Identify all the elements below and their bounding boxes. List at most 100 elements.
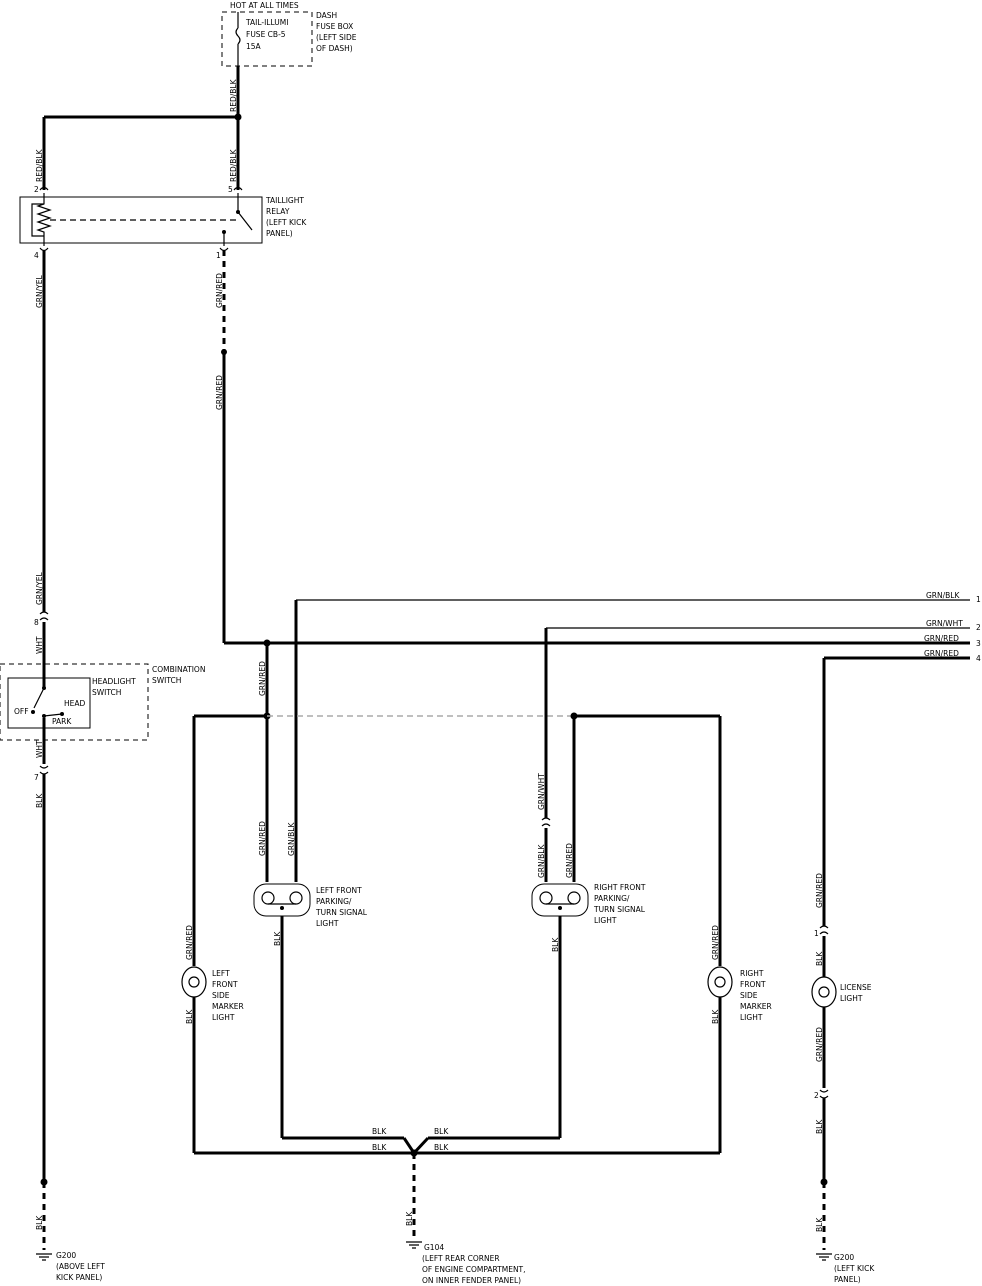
g200-right-line-1: G200 [834, 1253, 854, 1262]
relay-bottom-connectors [39, 247, 229, 252]
right-marker-line-2: FRONT [740, 980, 766, 989]
g200-right-line-3: PANEL) [834, 1275, 861, 1284]
relay-pin-1: 1 [216, 251, 221, 260]
connector-grn-wht [541, 817, 551, 827]
connector-pin-8 [39, 611, 49, 621]
relay-pin-5: 5 [228, 185, 233, 194]
fuse-line-1: TAIL-ILLUMI [245, 18, 288, 27]
headlight-switch-line-2: SWITCH [92, 688, 121, 697]
connector-license-1 [819, 925, 829, 935]
right-parking-line-3: TURN SIGNAL [593, 905, 646, 914]
label-grn-blk-1: GRN/BLK [287, 822, 296, 856]
right-marker-line-5: LIGHT [740, 1013, 763, 1022]
left-marker-filament [188, 976, 200, 988]
license-pin-1: 1 [814, 929, 819, 938]
left-parking-line-1: LEFT FRONT [316, 886, 362, 895]
label-blk-9: BLK [372, 1143, 387, 1152]
fuse-line-2: FUSE CB-5 [246, 30, 286, 39]
switch-pos-head: HEAD [64, 699, 86, 708]
label-wht-1: WHT [35, 636, 44, 654]
left-marker-line-3: SIDE [212, 991, 230, 1000]
left-parking-line-2: PARKING/ [316, 897, 352, 906]
out-3-num: 3 [976, 639, 981, 648]
label-blk-12: BLK [815, 951, 824, 966]
label-blk-10: BLK [434, 1143, 449, 1152]
switch-pos-off: OFF [14, 707, 29, 716]
left-parking-line-4: LIGHT [316, 919, 339, 928]
relay-line-4: PANEL) [266, 229, 293, 238]
ground-icon-g200-left [36, 1253, 52, 1261]
relay-line-2: RELAY [266, 207, 290, 216]
label-grn-red-2: GRN/RED [215, 375, 224, 410]
out-2-num: 2 [976, 623, 981, 632]
right-parking-line-4: LIGHT [594, 916, 617, 925]
out-1-num: 1 [976, 595, 981, 604]
combo-switch-line-2: SWITCH [152, 676, 181, 685]
headlight-switch-line-1: HEADLIGHT [92, 677, 136, 686]
label-blk-13: BLK [815, 1119, 824, 1134]
out-2-wire: GRN/WHT [926, 619, 963, 628]
right-marker-line-3: SIDE [740, 991, 758, 1000]
left-marker-line-5: LIGHT [212, 1013, 235, 1022]
left-parking-line-3: TURN SIGNAL [315, 908, 368, 917]
relay-pin-4: 4 [34, 251, 39, 260]
out-4-num: 4 [976, 654, 981, 663]
g200-left-line-3: KICK PANEL) [56, 1273, 102, 1282]
right-marker-line-4: MARKER [740, 1002, 772, 1011]
taillight-relay-box [19, 196, 263, 244]
connector-license-2 [819, 1089, 829, 1099]
label-grn-wht: GRN/WHT [537, 773, 546, 810]
fuse-box-line-1: DASH [316, 11, 337, 20]
relay-coil-frame [31, 203, 44, 237]
label-blk-2: BLK [35, 1215, 44, 1230]
label-blk-11: BLK [405, 1211, 414, 1226]
switch-bridge [43, 713, 63, 717]
license-line-2: LIGHT [840, 994, 863, 1003]
label-grn-red-9: GRN/RED [815, 1027, 824, 1062]
right-parking-line-1: RIGHT FRONT [594, 883, 646, 892]
left-parking-ground-node [280, 906, 284, 910]
hot-at-all-times-label: HOT AT ALL TIMES [230, 1, 299, 10]
label-blk-8: BLK [434, 1127, 449, 1136]
label-blk-7: BLK [372, 1127, 387, 1136]
right-marker-line-1: RIGHT [740, 969, 764, 978]
left-marker-line-1: LEFT [212, 969, 230, 978]
label-blk-3: BLK [273, 931, 282, 946]
left-parking-bulb-icon-2 [289, 891, 303, 905]
relay-line-3: (LEFT KICK [266, 218, 307, 227]
left-marker-line-4: MARKER [212, 1002, 244, 1011]
label-grn-red-8: GRN/RED [815, 873, 824, 908]
switch-arm [33, 687, 45, 709]
switch-contact-off [31, 710, 35, 714]
switch-pos-park: PARK [52, 717, 72, 726]
label-grn-blk-2: GRN/BLK [537, 844, 546, 878]
g104-line-4: ON INNER FENDER PANEL) [422, 1276, 521, 1285]
g200-left-line-2: (ABOVE LEFT [56, 1262, 105, 1271]
right-parking-line-2: PARKING/ [594, 894, 630, 903]
fuse-box-line-2: FUSE BOX [316, 22, 353, 31]
out-1-wire: GRN/BLK [926, 591, 960, 600]
label-wht-2: WHT [35, 740, 44, 758]
right-marker-filament [714, 976, 726, 988]
headlight-switch-box [7, 677, 91, 729]
relay-top-connectors [39, 186, 243, 191]
relay-line-1: TAILLIGHT [265, 196, 304, 205]
fuse-line-3: 15A [246, 42, 262, 51]
right-side-marker-light-icon [707, 966, 733, 998]
label-red-blk-3: RED/BLK [229, 148, 238, 182]
out-4-wire: GRN/RED [924, 649, 959, 658]
fuse-box-line-3: (LEFT SIDE [316, 33, 357, 42]
license-line-1: LICENSE [840, 983, 872, 992]
connector-pin-7 [39, 765, 49, 775]
combo-switch-line-1: COMBINATION [152, 665, 205, 674]
g200-right-line-2: (LEFT KICK [834, 1264, 875, 1273]
label-red-blk-1: RED/BLK [229, 78, 238, 112]
switch-pin-8: 8 [34, 618, 39, 627]
left-side-marker-light-icon [181, 966, 207, 998]
out-3-wire: GRN/RED [924, 634, 959, 643]
label-red-blk-2: RED/BLK [35, 148, 44, 182]
ground-icon-g104 [406, 1241, 422, 1249]
license-pin-2: 2 [814, 1091, 819, 1100]
left-marker-line-2: FRONT [212, 980, 238, 989]
